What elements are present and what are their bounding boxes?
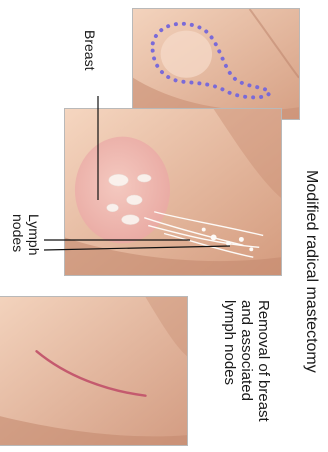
healed-scar-illustration xyxy=(0,297,187,445)
breast-lymph-illustration xyxy=(65,109,281,275)
diagram-title: Modified radical mastectomy xyxy=(303,170,320,373)
lymph-label-line-1: Lymph xyxy=(26,214,42,256)
caption-line-1: Removal of breast xyxy=(255,300,272,422)
lymph-nodes-label: Lymph nodes xyxy=(10,214,42,256)
incision-outline-illustration xyxy=(133,9,299,119)
breast-label: Breast xyxy=(81,30,98,70)
caption-line-2: and associated xyxy=(238,300,255,422)
lymph-label-line-2: nodes xyxy=(10,214,26,256)
caption-line-3: lymph nodes xyxy=(221,300,238,422)
healed-scar-panel xyxy=(0,296,188,446)
procedure-caption: Removal of breast and associated lymph n… xyxy=(221,300,272,422)
breast-lymph-panel xyxy=(64,108,282,276)
incision-outline-panel xyxy=(132,8,300,120)
